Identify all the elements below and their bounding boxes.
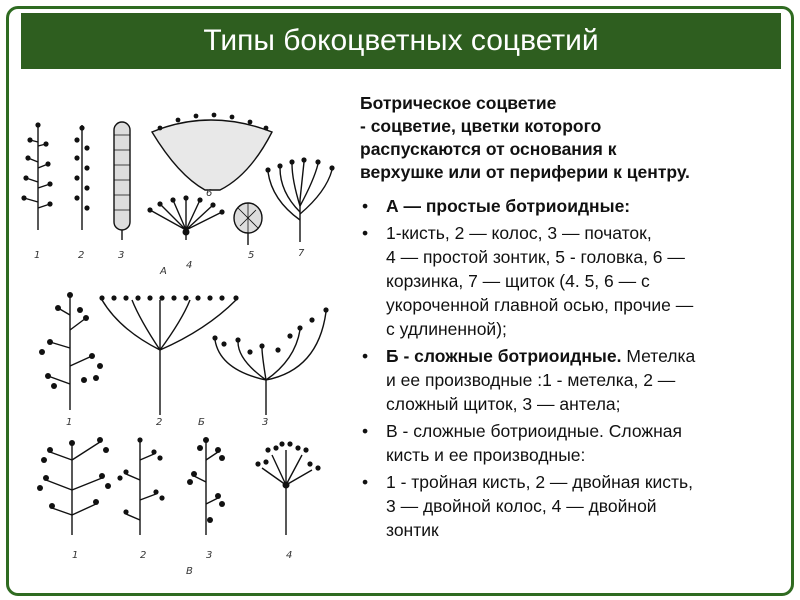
row-a-number-6: 6 xyxy=(206,188,212,199)
row-a-number-7: 7 xyxy=(298,248,305,259)
bullet-dot: • xyxy=(362,421,369,441)
slide-frame xyxy=(6,6,794,596)
slide-title: Типы бокоцветных соцветий xyxy=(21,13,781,69)
row-a-letter: А xyxy=(159,266,167,277)
bullet-strong-text: А — простые ботриоидные: xyxy=(386,196,631,216)
row-c-number-3: 3 xyxy=(206,550,212,561)
row-a-number-4: 4 xyxy=(186,260,192,271)
row-c-number-4: 4 xyxy=(286,550,292,561)
bullet-item: • Б - сложные ботриоидные. Метелка и ее … xyxy=(360,344,780,416)
row-a-number-5: 5 xyxy=(248,250,254,261)
row-c-drawings: 1 2 3 4 В xyxy=(37,437,321,577)
bullet-item: • В - сложные ботриоидные. Сложная кисть… xyxy=(360,419,780,467)
bullet-dot: • xyxy=(362,196,369,216)
definition-line-1: Ботрическое соцветие xyxy=(360,93,557,113)
bullet-dot: • xyxy=(362,223,369,243)
bullet-line: 1-кисть, 2 — колос, 3 — початок, xyxy=(386,223,652,243)
row-a-drawings: 1 2 3 4 5 6 7 А xyxy=(21,112,335,277)
row-c-letter: В xyxy=(186,566,193,577)
bullet-line: кисть и ее производные: xyxy=(386,445,586,465)
row-b-letter: Б xyxy=(198,417,205,428)
row-a-number-1: 1 xyxy=(34,250,40,261)
bullet-dot: • xyxy=(362,472,369,492)
bullet-list: • А — простые ботриоидные: • 1-кисть, 2 … xyxy=(360,194,780,542)
bullet-item: • 1-кисть, 2 — колос, 3 — початок, 4 — п… xyxy=(360,221,780,341)
row-a-number-3: 3 xyxy=(118,250,124,261)
bullet-line: 4 — простой зонтик, 5 - головка, 6 — xyxy=(386,247,685,267)
bullet-item: • А — простые ботриоидные: xyxy=(360,194,780,218)
bullet-line: с удлиненной); xyxy=(386,319,507,339)
text-block: Ботрическое соцветие - соцветие, цветки … xyxy=(360,92,780,545)
bullet-line: 1 - тройная кисть, 2 — двойная кисть, xyxy=(386,472,694,492)
row-b-drawings: 1 2 3 Б xyxy=(39,292,329,428)
bullet-line: корзинка, 7 — щиток (4. 5, 6 — с xyxy=(386,271,650,291)
row-b-number-3: 3 xyxy=(262,417,268,428)
row-a-number-2: 2 xyxy=(78,250,84,261)
bullet-line: и ее производные :1 - метелка, 2 — xyxy=(386,370,676,390)
bullet-line: укороченной главной осью, прочие — xyxy=(386,295,694,315)
inflorescence-illustration: 1 2 3 4 5 6 7 А xyxy=(10,80,355,590)
definition: Ботрическое соцветие - соцветие, цветки … xyxy=(360,92,780,184)
bullet-strong-text: Б - сложные ботриоидные. xyxy=(386,346,622,366)
row-c-number-2: 2 xyxy=(140,550,146,561)
definition-line-3: распускаются от основания к xyxy=(360,139,617,159)
bullet-text: Метелка xyxy=(621,346,696,366)
bullet-dot: • xyxy=(362,346,369,366)
bullet-line: зонтик xyxy=(386,520,439,540)
bullet-line: В - сложные ботриоидные. Сложная xyxy=(386,421,682,441)
bullet-item: • 1 - тройная кисть, 2 — двойная кисть, … xyxy=(360,470,780,542)
row-b-number-2: 2 xyxy=(156,417,162,428)
row-c-number-1: 1 xyxy=(72,550,78,561)
bullet-line: 3 — двойной колос, 4 — двойной xyxy=(386,496,657,516)
row-b-number-1: 1 xyxy=(66,417,72,428)
bullet-line: сложный щиток, 3 — антела; xyxy=(386,394,621,414)
definition-line-4: верхушке или от периферии к центру. xyxy=(360,162,690,182)
definition-line-2: - соцветие, цветки которого xyxy=(360,116,602,136)
